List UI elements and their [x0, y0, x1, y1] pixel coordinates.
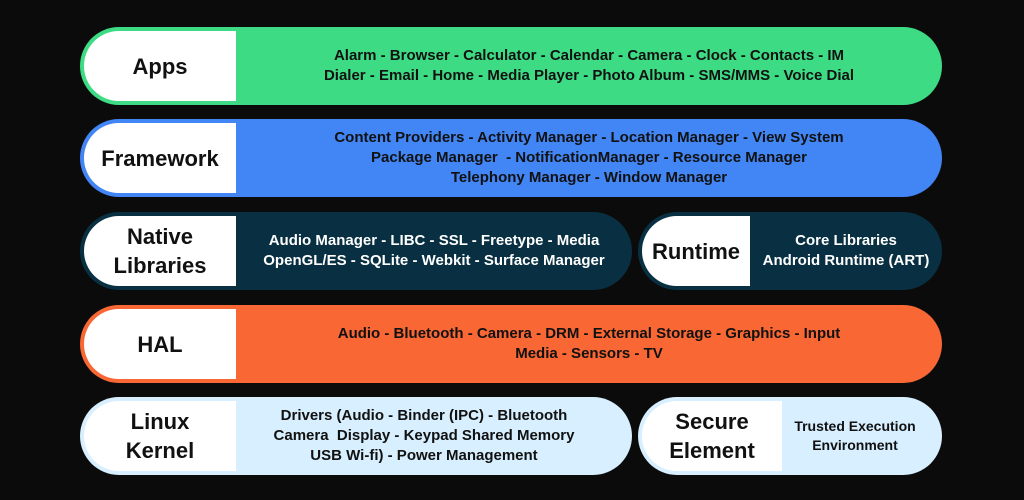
secure-element-layer: Secure Element Trusted Execution Environ… — [638, 397, 942, 475]
linux-kernel-line-2: Camera Display - Keypad Shared Memory — [273, 427, 575, 444]
linux-kernel-label-line-2: Kernel — [125, 438, 195, 463]
native-libraries-line-2: OpenGL/ES - SQLite - Webkit - Surface Ma… — [263, 252, 605, 269]
native-libraries-layer: Native Libraries Audio Manager - LIBC - … — [80, 212, 632, 290]
apps-label: Apps — [84, 31, 236, 101]
linux-kernel-label: Linux Kernel — [84, 401, 236, 471]
runtime-layer: Runtime Core Libraries Android Runtime (… — [638, 212, 942, 290]
framework-line-3: Telephony Manager - Window Manager — [450, 169, 728, 186]
apps-content: Alarm - Browser - Calculator - Calendar … — [236, 27, 942, 105]
apps-line-2: Dialer - Email - Home - Media Player - P… — [323, 67, 855, 84]
native-libraries-label: Native Libraries — [84, 216, 236, 286]
hal-label: HAL — [84, 309, 236, 379]
hal-label-text: HAL — [137, 331, 183, 357]
native-libraries-label-line-1: Native — [126, 224, 194, 249]
framework-label-text: Framework — [101, 145, 219, 171]
runtime-line-2: Android Runtime (ART) — [762, 252, 930, 269]
runtime-label-text: Runtime — [652, 238, 740, 264]
apps-layer: Apps Alarm - Browser - Calculator - Cale… — [80, 27, 942, 105]
framework-line-2: Package Manager - NotificationManager - … — [371, 149, 807, 166]
secure-element-line-1: Trusted Execution — [794, 418, 916, 434]
linux-kernel-content: Drivers (Audio - Binder (IPC) - Bluetoot… — [236, 397, 632, 475]
linux-kernel-line-3: USB Wi-fi) - Power Management — [310, 447, 538, 464]
native-libraries-label-line-2: Libraries — [113, 253, 207, 278]
secure-element-line-2: Environment — [812, 437, 898, 453]
framework-label: Framework — [84, 123, 236, 193]
linux-kernel-layer: Linux Kernel Drivers (Audio - Binder (IP… — [80, 397, 632, 475]
hal-content: Audio - Bluetooth - Camera - DRM - Exter… — [236, 305, 942, 383]
framework-content: Content Providers - Activity Manager - L… — [236, 119, 942, 197]
linux-kernel-label-line-1: Linux — [130, 409, 190, 434]
hal-layer: HAL Audio - Bluetooth - Camera - DRM - E… — [80, 305, 942, 383]
secure-element-label-line-1: Secure — [675, 409, 749, 434]
runtime-content: Core Libraries Android Runtime (ART) — [750, 212, 942, 290]
native-libraries-line-1: Audio Manager - LIBC - SSL - Freetype - … — [268, 232, 600, 249]
runtime-line-1: Core Libraries — [795, 232, 897, 249]
hal-line-1: Audio - Bluetooth - Camera - DRM - Exter… — [337, 325, 841, 342]
secure-element-label: Secure Element — [642, 401, 782, 471]
apps-line-1: Alarm - Browser - Calculator - Calendar … — [333, 47, 845, 64]
hal-line-2: Media - Sensors - TV — [515, 345, 663, 362]
native-libraries-content: Audio Manager - LIBC - SSL - Freetype - … — [236, 212, 632, 290]
linux-kernel-line-1: Drivers (Audio - Binder (IPC) - Bluetoot… — [280, 407, 568, 424]
secure-element-label-line-2: Element — [669, 438, 755, 463]
apps-label-text: Apps — [132, 53, 188, 79]
framework-layer: Framework Content Providers - Activity M… — [80, 119, 942, 197]
framework-line-1: Content Providers - Activity Manager - L… — [334, 129, 844, 146]
runtime-label: Runtime — [642, 216, 750, 286]
secure-element-content: Trusted Execution Environment — [782, 397, 942, 475]
